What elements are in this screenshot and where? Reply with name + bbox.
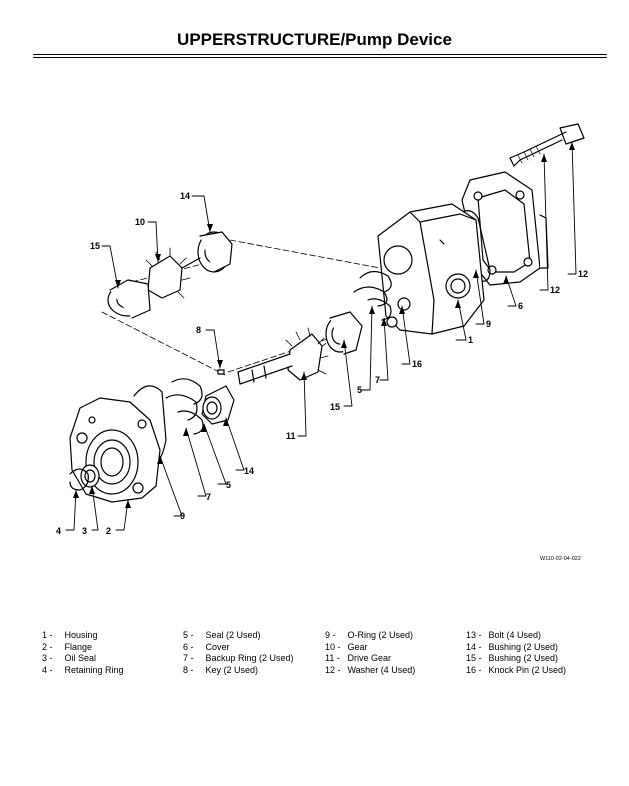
callout-10: 10: [135, 217, 145, 227]
bushing-right-part: [325, 311, 363, 355]
legend-label: Oil Seal: [64, 653, 97, 664]
left-seal-group: [165, 378, 204, 435]
legend-num: 2 -: [42, 641, 53, 652]
gear-assembly-part: [107, 231, 233, 319]
page-title: UPPERSTRUCTURE/Pump Device: [177, 30, 452, 49]
callout-7-left: 7: [206, 492, 211, 502]
callout-4: 4: [56, 526, 61, 536]
legend-item: 4 - Retaining Ring: [42, 665, 124, 677]
leader-lines: [65, 141, 577, 531]
leader-arrowheads: [73, 142, 575, 508]
legend-item: 14 - Bushing (2 Used): [466, 642, 566, 654]
legend-num: 11 -: [325, 653, 340, 664]
legend-label: Gear: [347, 641, 368, 652]
flange-part: [69, 397, 161, 503]
legend-label: Washer (4 Used): [347, 664, 416, 675]
legend-item: 13 - Bolt (4 Used): [466, 630, 566, 642]
legend-item: 7 - Backup Ring (2 Used): [183, 653, 294, 665]
legend-item: 16 - Knock Pin (2 Used): [466, 665, 566, 677]
legend-column-3: 9 - O-Ring (2 Used) 10 - Gear 11 - Drive…: [325, 630, 415, 676]
legend-label: Cover: [205, 641, 230, 652]
legend-label: O-Ring (2 Used): [347, 630, 414, 640]
bushing-left-part: [201, 385, 235, 425]
callout-6: 6: [518, 301, 523, 311]
legend-item: 6 - Cover: [183, 642, 294, 654]
callout-13: 12: [550, 285, 560, 295]
legend-label: Key (2 Used): [205, 664, 259, 675]
callout-14-mid: 14: [244, 466, 254, 476]
legend-item: 5 - Seal (2 Used): [183, 630, 294, 642]
callout-9-left: 9: [180, 511, 185, 521]
legend-item: 3 - Oil Seal: [42, 653, 124, 665]
callout-8: 8: [196, 325, 201, 335]
legend-num: 1 -: [42, 630, 53, 640]
legend-label: Bushing (2 Used): [488, 641, 559, 652]
legend-label: Drive Gear: [347, 653, 392, 664]
cover-part: [461, 171, 549, 286]
legend-num: 5 -: [183, 630, 194, 640]
legend-label: Bushing (2 Used): [488, 653, 559, 664]
legend-item: 2 - Flange: [42, 642, 124, 654]
legend-num: 7 -: [183, 653, 194, 664]
bolt-part: [509, 123, 585, 167]
callout-3: 3: [82, 526, 87, 536]
legend-num: 16 -: [466, 664, 482, 675]
legend-column-2: 5 - Seal (2 Used) 6 - Cover 7 - Backup R…: [183, 630, 294, 676]
housing-part: [377, 203, 485, 335]
legend-num: 10 -: [325, 641, 341, 652]
legend-num: 4 -: [42, 664, 53, 675]
legend-label: Backup Ring (2 Used): [205, 653, 294, 664]
legend-num: 12 -: [325, 664, 341, 675]
legend-label: Flange: [64, 641, 93, 652]
legend-num: 8 -: [183, 664, 194, 675]
legend-label: Retaining Ring: [64, 664, 124, 675]
legend-item: 1 - Housing: [42, 630, 124, 642]
legend-item: 8 - Key (2 Used): [183, 665, 294, 677]
legend-num: 14 -: [466, 641, 482, 652]
exploded-view-drawing: 14 10 15 8 11 15 5 7 16 1 9 6 12 12 14 5…: [56, 123, 588, 536]
legend-item: 11 - Drive Gear: [325, 653, 415, 665]
callout-12: 12: [578, 269, 588, 279]
legend-column-1: 1 - Housing 2 - Flange 3 - Oil Seal 4 - …: [42, 630, 124, 676]
legend-label: Seal (2 Used): [205, 630, 261, 640]
callout-15-mid: 15: [330, 402, 340, 412]
legend-label: Bolt (4 Used): [488, 630, 542, 640]
callout-15-top: 15: [90, 241, 100, 251]
legend-num: 13 -: [466, 630, 482, 640]
oil-seal-part: [80, 464, 100, 488]
legend-item: 15 - Bushing (2 Used): [466, 653, 566, 665]
legend-column-4: 13 - Bolt (4 Used) 14 - Bushing (2 Used)…: [466, 630, 566, 676]
right-seal-group: [353, 270, 411, 328]
figure-id: W110-02-04-022: [540, 556, 581, 562]
legend-label: Knock Pin (2 Used): [488, 664, 567, 675]
callout-5-right: 5: [357, 385, 362, 395]
retaining-ring-part: [69, 468, 89, 491]
legend-num: 9 -: [325, 630, 336, 640]
title-rule-bottom: [33, 57, 607, 58]
callout-1: 1: [468, 335, 473, 345]
callout-9-right: 9: [486, 319, 491, 329]
legend-num: 3 -: [42, 653, 53, 664]
legend-item: 12 - Washer (4 Used): [325, 665, 415, 677]
callout-16: 16: [412, 359, 422, 369]
legend-label: Housing: [64, 630, 98, 640]
callout-2: 2: [106, 526, 111, 536]
callout-14-top: 14: [180, 191, 190, 201]
key-part: [217, 369, 225, 375]
callout-5-left: 5: [226, 480, 231, 490]
legend-item: 10 - Gear: [325, 642, 415, 654]
legend-num: 6 -: [183, 641, 194, 652]
callout-11: 11: [286, 431, 296, 441]
legend-item: 9 - O-Ring (2 Used): [325, 630, 415, 642]
callout-7-right: 7: [375, 375, 380, 385]
title-rule-top: [33, 54, 607, 55]
legend-num: 15 -: [466, 653, 482, 664]
drive-gear-part: [237, 327, 329, 385]
